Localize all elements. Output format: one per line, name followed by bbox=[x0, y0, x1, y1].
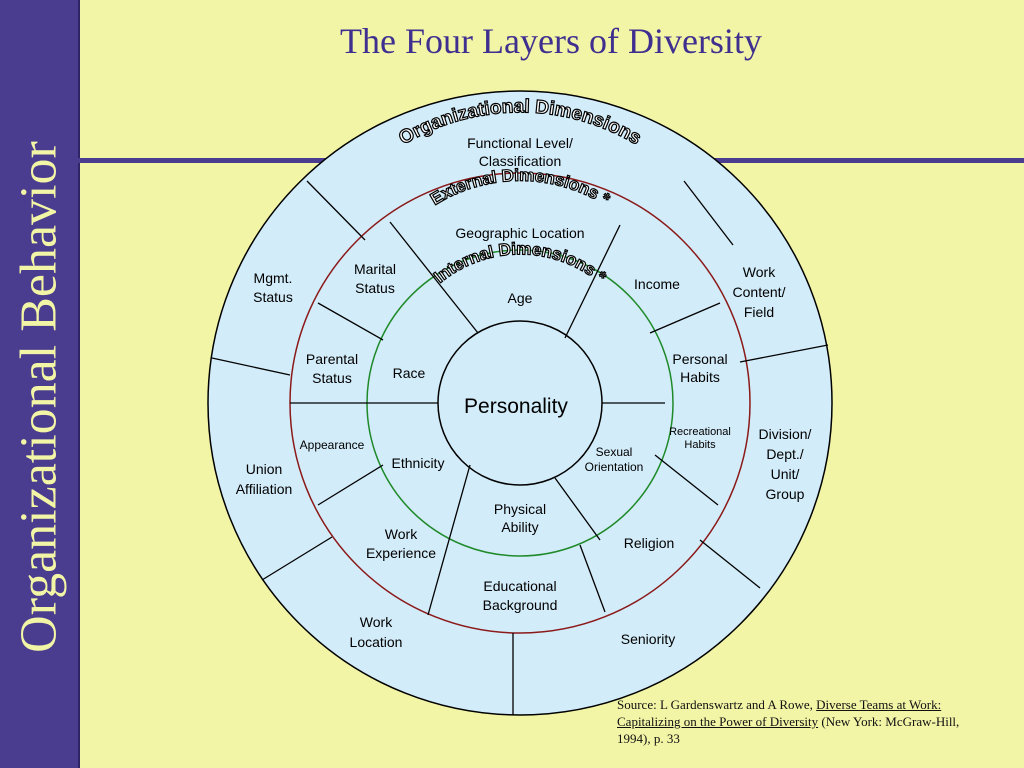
label-age: Age bbox=[508, 290, 533, 306]
source-prefix: Source: L Gardenswartz and A Rowe, bbox=[617, 697, 817, 712]
org-divider bbox=[579, 544, 606, 613]
label-line: Orientation bbox=[585, 460, 644, 474]
label-line: Work bbox=[743, 264, 776, 280]
label-line: Division/ bbox=[759, 426, 812, 442]
external-divider bbox=[427, 464, 471, 616]
external-divider bbox=[317, 302, 384, 341]
label-religion: Religion bbox=[624, 535, 675, 551]
personality-label: Personality bbox=[464, 395, 568, 418]
external-divider bbox=[654, 454, 719, 506]
org-divider bbox=[683, 180, 734, 246]
sidebar: Organizational Behavior bbox=[0, 0, 80, 768]
org-divider bbox=[306, 180, 366, 241]
label-line: Sexual bbox=[596, 445, 633, 459]
label-line: Religion bbox=[624, 535, 675, 551]
org-divider bbox=[699, 539, 761, 589]
label-line: Union bbox=[246, 461, 283, 477]
label-line: Geographic Location bbox=[455, 225, 584, 241]
source-citation: Source: L Gardenswartz and A Rowe, Diver… bbox=[617, 696, 969, 747]
label-line: Seniority bbox=[621, 631, 675, 647]
label-line: Dept./ bbox=[766, 446, 803, 462]
label-line: Physical bbox=[494, 501, 546, 517]
label-line: Mgmt. bbox=[254, 270, 293, 286]
label-appearance: Appearance bbox=[300, 438, 365, 452]
label-line: Appearance bbox=[300, 438, 365, 452]
label-income: Income bbox=[634, 276, 680, 292]
label-line: Educational bbox=[483, 578, 556, 594]
label-line: Status bbox=[253, 289, 293, 305]
label-line: Background bbox=[483, 597, 558, 613]
label-line: Content/ bbox=[733, 284, 786, 300]
label-line: Ability bbox=[501, 519, 538, 535]
label-line: Race bbox=[393, 365, 426, 381]
label-line: Functional Level/ bbox=[467, 135, 573, 151]
label-line: Location bbox=[350, 634, 403, 650]
org-divider bbox=[739, 344, 829, 363]
label-line: Status bbox=[355, 280, 395, 296]
external-divider bbox=[564, 224, 621, 339]
label-line: Recreational bbox=[669, 426, 731, 438]
label-geographic-location: Geographic Location bbox=[455, 225, 584, 241]
label-race: Race bbox=[393, 365, 426, 381]
external-divider bbox=[317, 464, 384, 506]
external-divider bbox=[554, 477, 601, 541]
source-suffix: (New York: McGraw-Hill, 1994), p. 33 bbox=[617, 714, 960, 746]
label-line: Parental bbox=[306, 351, 358, 367]
label-seniority: Seniority bbox=[621, 631, 675, 647]
label-line: Personal bbox=[672, 351, 727, 367]
label-mgmt-status: Mgmt. Status bbox=[253, 270, 293, 305]
label-line: Affiliation bbox=[236, 481, 293, 497]
external-divider bbox=[389, 221, 479, 334]
label-line: Work bbox=[360, 614, 393, 630]
label-line: Marital bbox=[354, 261, 396, 277]
label-line: Unit/ bbox=[771, 466, 800, 482]
label-line: Group bbox=[766, 486, 805, 502]
label-division: Division/Dept./ Unit/Group bbox=[759, 426, 812, 502]
external-divider bbox=[649, 302, 721, 334]
label-line: Income bbox=[634, 276, 680, 292]
label-line: Experience bbox=[366, 545, 436, 561]
label-line: Work bbox=[385, 526, 418, 542]
label-line: Habits bbox=[684, 439, 716, 451]
label-ethnicity: Ethnicity bbox=[392, 455, 445, 471]
label-line: Ethnicity bbox=[392, 455, 445, 471]
org-divider bbox=[261, 536, 333, 581]
label-line: Age bbox=[508, 290, 533, 306]
label-line: Status bbox=[312, 370, 352, 386]
label-line: Habits bbox=[680, 369, 720, 385]
label-line: Classification bbox=[479, 153, 561, 169]
source-book-title: Diverse Teams at Work: Capitalizing on t… bbox=[617, 697, 942, 729]
label-line: Field bbox=[744, 304, 774, 320]
page-title: The Four Layers of Diversity bbox=[340, 21, 762, 61]
org-divider bbox=[211, 357, 291, 376]
label-functional-level: Functional Level/Classification bbox=[467, 135, 573, 169]
